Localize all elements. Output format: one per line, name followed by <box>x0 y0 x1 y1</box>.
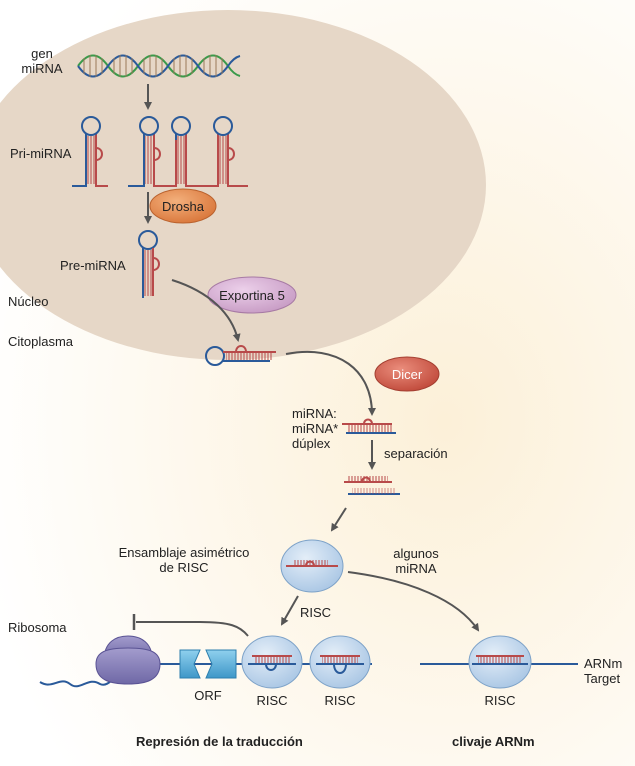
label-clivaje: clivaje ARNm <box>452 734 535 749</box>
mrna-5prime-tail <box>39 679 113 688</box>
label-risc-2: RISC <box>324 693 356 708</box>
label-dicer: Dicer <box>391 366 423 382</box>
drosha-enzyme <box>149 188 217 224</box>
orf-block <box>179 649 237 679</box>
label-risc-arrow: RISC <box>300 605 332 620</box>
label-exportina: Exportina 5 <box>219 287 285 303</box>
arrow-risc-repression <box>281 595 299 626</box>
cytoplasmic-pre-mirna <box>205 345 276 366</box>
label-ensamblaje-line1: Ensamblaje asimétrico <box>118 545 250 560</box>
label-gen-mirna: gen miRNA <box>16 46 68 76</box>
label-separacion: separación <box>384 446 448 461</box>
label-gen-line1: gen <box>31 46 53 61</box>
label-risc-1: RISC <box>256 693 288 708</box>
label-algunos-line2: miRNA <box>395 561 437 576</box>
label-duplex-line2: miRNA* <box>292 421 339 436</box>
label-arnm-target: ARNm Target <box>584 656 622 686</box>
arrow-nuclear-export <box>171 279 241 342</box>
pri-mirna-left <box>72 116 108 187</box>
label-pri-mirna: Pri-miRNA <box>10 146 72 161</box>
label-ensamblaje-line2: de RISC <box>159 560 209 575</box>
label-risc-3: RISC <box>484 693 516 708</box>
label-ensamblaje: Ensamblaje asimétrico de RISC <box>104 545 264 575</box>
risc-assembly-strand <box>286 560 338 567</box>
inhibition-line <box>136 621 249 637</box>
label-duplex: miRNA: miRNA* dúplex <box>292 406 338 451</box>
label-citoplasma: Citoplasma <box>8 334 74 349</box>
label-arnm-line2: Target <box>584 671 621 686</box>
risc-1-strands <box>248 655 296 671</box>
pre-mirna-hairpin <box>138 230 160 298</box>
label-duplex-line3: dúplex <box>292 436 331 451</box>
mirna-duplex <box>342 418 396 434</box>
label-represion: Represión de la traducción <box>136 734 303 749</box>
risc-3-strands <box>472 655 528 665</box>
label-ribosoma: Ribosoma <box>8 620 67 635</box>
separated-strands <box>344 476 400 495</box>
dicer-enzyme <box>374 356 440 392</box>
label-orf: ORF <box>194 688 222 703</box>
label-gen-line2: miRNA <box>21 61 63 76</box>
arrow-to-risc-assembly <box>330 507 347 532</box>
pri-mirna-hairpins <box>72 116 248 187</box>
label-nucleo: Núcleo <box>8 294 49 309</box>
label-drosha: Drosha <box>162 198 204 214</box>
label-pre-mirna: Pre-miRNA <box>60 258 126 273</box>
dna-helix-icon <box>77 54 241 78</box>
label-algunos-mirna: algunos miRNA <box>384 546 448 576</box>
label-duplex-line1: miRNA: <box>292 406 337 421</box>
exportina-5-protein <box>207 276 297 314</box>
ribosome-icon <box>95 635 161 685</box>
label-algunos-line1: algunos <box>393 546 439 561</box>
arrow-to-cleavage <box>347 571 480 632</box>
arrow-dicer-cleavage <box>285 350 376 416</box>
label-arnm-line1: ARNm <box>584 656 623 671</box>
pri-mirna-polycistronic <box>128 116 248 187</box>
risc-2-strands <box>316 655 364 674</box>
